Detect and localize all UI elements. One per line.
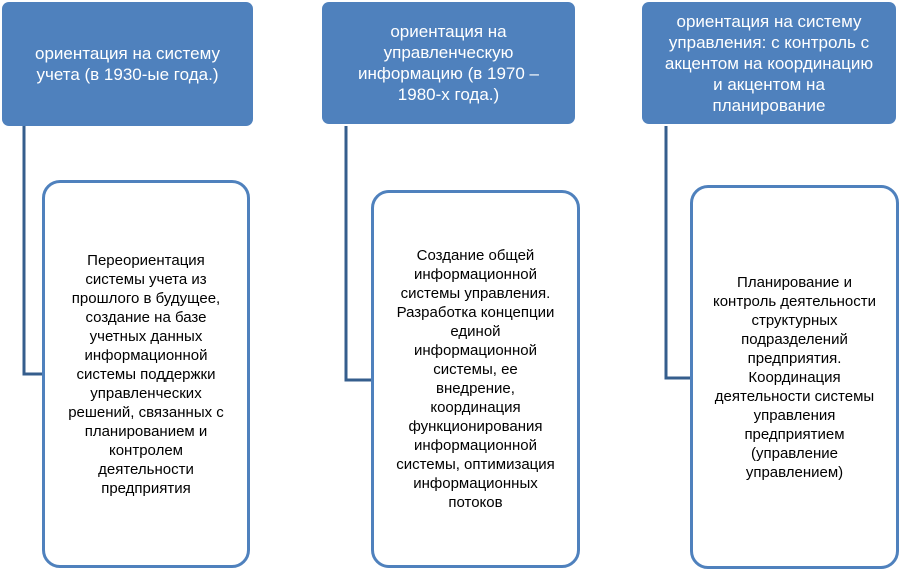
- connector-1: [22, 126, 45, 376]
- header-1930s: ориентация на систему учета (в 1930-ые г…: [2, 2, 253, 126]
- connector-2: [344, 126, 374, 382]
- card-management: Планирование и контроль деятельности стр…: [690, 185, 899, 569]
- card-1930s: Переориентация системы учета из прошлого…: [42, 180, 250, 568]
- card-1970s: Создание общей информационной системы уп…: [371, 190, 580, 568]
- connector-3: [664, 126, 693, 380]
- header-1970s: ориентация на управленческую информацию …: [322, 2, 575, 124]
- header-management: ориентация на систему управления: с конт…: [642, 2, 896, 124]
